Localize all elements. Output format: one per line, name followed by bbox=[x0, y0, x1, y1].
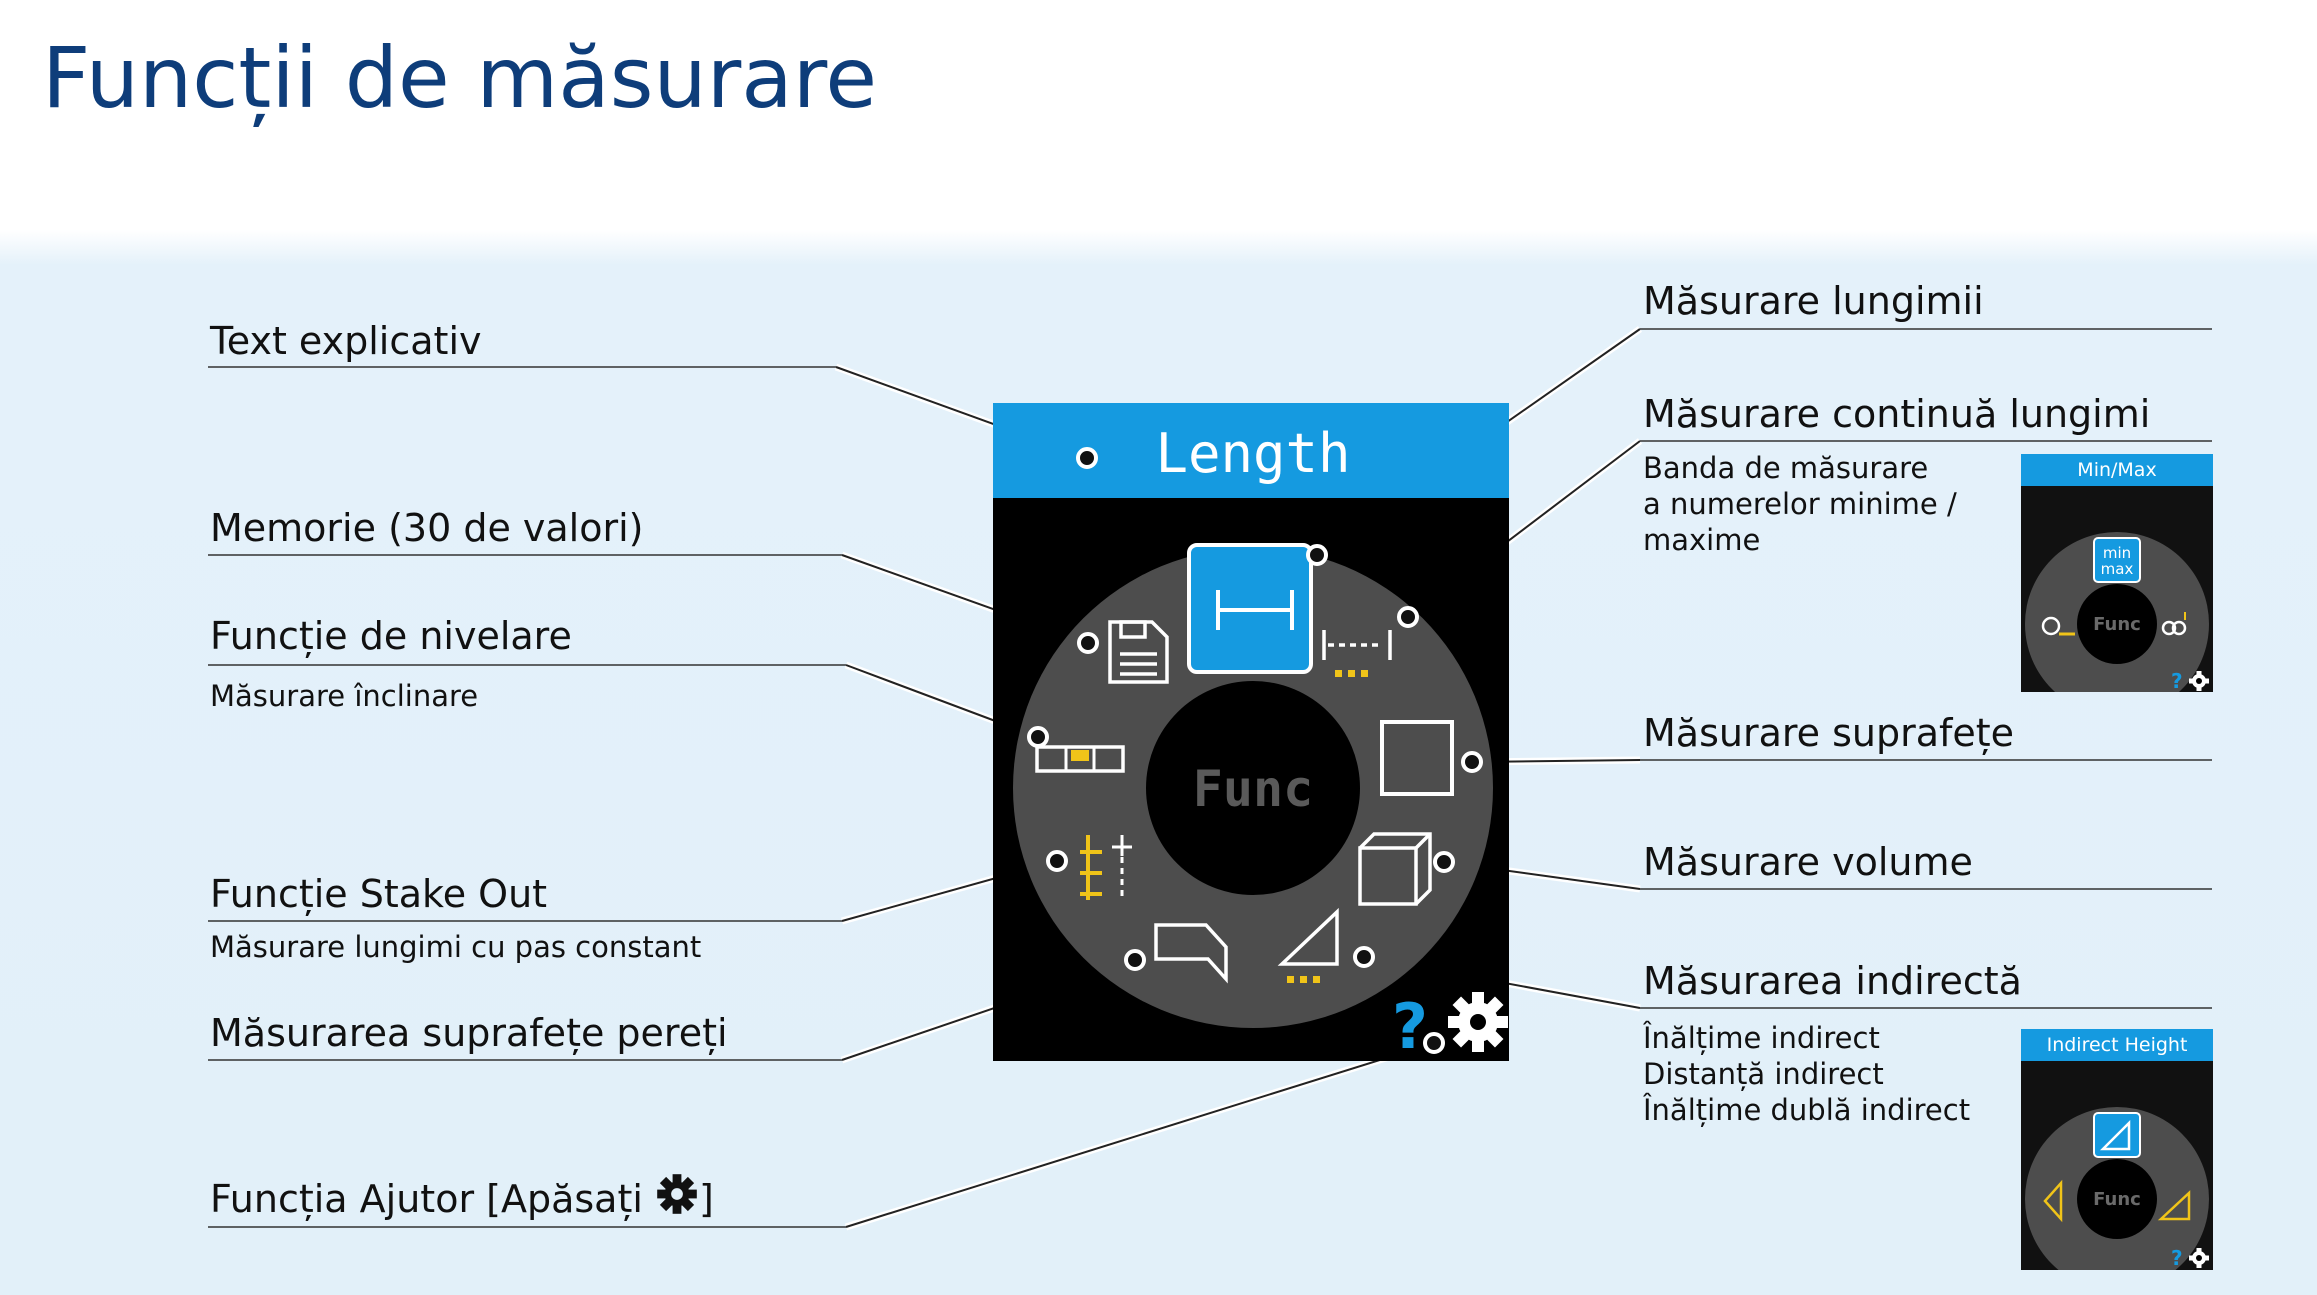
label-indirect-sub-1: Înălțime indirect bbox=[1643, 1021, 1880, 1055]
indirect-triangle-icon[interactable] bbox=[1277, 907, 1339, 983]
indirect-distance-icon bbox=[2043, 1179, 2063, 1223]
label-wall-area: Măsurarea suprafețe pereți bbox=[210, 1011, 728, 1055]
label-volume: Măsurare volume bbox=[1643, 840, 1973, 884]
label-indirect-sub-3: Înălțime dublă indirect bbox=[1643, 1093, 1971, 1127]
zero-offset-icon bbox=[2161, 612, 2187, 636]
screen-header-text: Length bbox=[1155, 422, 1350, 485]
label-indirect: Măsurarea indirectă bbox=[1643, 959, 2022, 1003]
help-icon: ? bbox=[2171, 669, 2183, 692]
page-title: Funcții de măsurare bbox=[42, 29, 878, 127]
minmax-icon: min max bbox=[2093, 537, 2141, 583]
minmax-menu: Func min max ? bbox=[2025, 532, 2209, 692]
label-leveling: Funcție de nivelare bbox=[210, 614, 572, 658]
continuous-length-icon[interactable] bbox=[1322, 630, 1392, 677]
help-icon[interactable]: ? bbox=[1392, 990, 1428, 1063]
label-length: Măsurare lungimii bbox=[1643, 279, 1984, 323]
label-explanatory-text: Text explicativ bbox=[210, 319, 482, 363]
help-icon: ? bbox=[2171, 1246, 2183, 1270]
double-indirect-icon bbox=[2157, 1190, 2191, 1221]
indirect-height-thumbnail: Indirect Height Func ? bbox=[2021, 1029, 2213, 1270]
label-continuous-sub-2: a numerelor minime / bbox=[1643, 487, 1957, 521]
label-continuous: Măsurare continuă lungimi bbox=[1643, 392, 2151, 436]
label-continuous-sub-3: maxime bbox=[1643, 523, 1761, 557]
level-icon[interactable] bbox=[1035, 745, 1125, 773]
label-continuous-sub-1: Banda de măsurare bbox=[1643, 451, 1929, 485]
indirect-height-menu: Func ? bbox=[2025, 1107, 2209, 1270]
minmax-thumbnail: Min/Max Func min max ? bbox=[2021, 454, 2213, 692]
menu-center bbox=[1146, 681, 1360, 895]
menu-center-label: Func bbox=[1193, 760, 1313, 818]
gear-icon bbox=[657, 1174, 697, 1214]
tape-icon bbox=[2041, 616, 2075, 636]
label-leveling-sub: Măsurare înclinare bbox=[210, 679, 479, 713]
label-underlines bbox=[208, 328, 2212, 1228]
indirect-height-header: Indirect Height bbox=[2021, 1029, 2213, 1061]
minmax-header: Min/Max bbox=[2021, 454, 2213, 486]
indirect-height-icon bbox=[2093, 1112, 2141, 1158]
device-screen: Length Func bbox=[993, 403, 1509, 1063]
length-icon[interactable] bbox=[1187, 543, 1313, 674]
gear-icon bbox=[2189, 1248, 2209, 1268]
leader-dots bbox=[1027, 447, 1483, 1054]
label-memory: Memorie (30 de valori) bbox=[210, 506, 644, 550]
label-stake-out-sub: Măsurare lungimi cu pas constant bbox=[210, 930, 702, 964]
label-indirect-sub-2: Distanță indirect bbox=[1643, 1057, 1884, 1091]
volume-icon[interactable] bbox=[1358, 832, 1432, 906]
minmax-icon-top: min bbox=[2103, 544, 2131, 562]
label-help-bracket: ] bbox=[699, 1177, 714, 1221]
indirect-height-center-label: Func bbox=[2093, 1189, 2141, 1210]
stake-out-icon[interactable] bbox=[1080, 835, 1132, 900]
gear-icon bbox=[2189, 671, 2209, 691]
label-help-text: Funcția Ajutor [Apăsați bbox=[210, 1177, 643, 1221]
save-icon[interactable] bbox=[1108, 620, 1169, 684]
minmax-icon-bottom: max bbox=[2101, 560, 2134, 578]
minmax-center-label: Func bbox=[2093, 614, 2141, 635]
label-help: Funcția Ajutor [Apăsați ] bbox=[210, 1172, 714, 1221]
label-stake-out: Funcție Stake Out bbox=[210, 872, 548, 916]
area-icon[interactable] bbox=[1380, 720, 1454, 796]
gear-icon[interactable] bbox=[1448, 992, 1508, 1052]
wall-area-icon[interactable] bbox=[1154, 923, 1228, 984]
label-area: Măsurare suprafețe bbox=[1643, 711, 2015, 755]
